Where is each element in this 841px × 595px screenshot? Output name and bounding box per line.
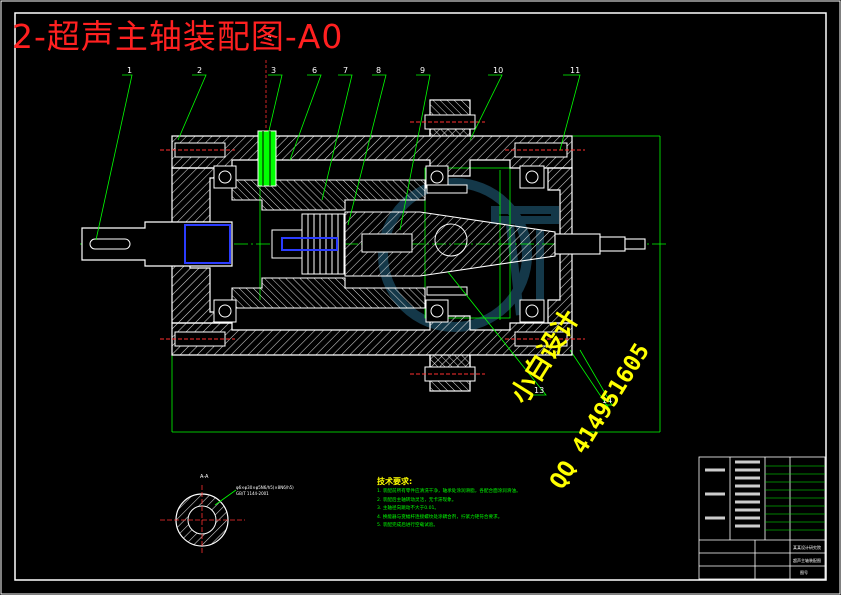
tech-requirements-heading: 技术要求: — [377, 477, 413, 486]
drawing-title: 2-超声主轴装配图-A0 — [12, 17, 344, 56]
part-label: 3 — [271, 66, 276, 75]
section-view — [160, 485, 245, 555]
tech-requirement-item: 3. 主轴径向跳动不大于0.01。 — [377, 506, 440, 512]
tech-requirement-item: 5. 装配完成后进行空载试验。 — [377, 523, 438, 529]
title-block-company: 某某设计研究院 — [793, 545, 821, 550]
part-label: 7 — [343, 66, 348, 75]
tech-requirements-list: 1. 装配前所有零件应清洗干净，轴承处涂润滑脂，各配合面涂润滑油。 2. 装配后… — [377, 488, 521, 531]
part-label: 13 — [534, 386, 544, 395]
tech-requirement-item: 1. 装配前所有零件应清洗干净，轴承处涂润滑脂，各配合面涂润滑油。 — [377, 489, 521, 494]
tech-requirement-item: 2. 装配后主轴转动灵活，无卡滞现象。 — [377, 497, 457, 503]
fit-spec: φ6×φ30×φ5N6/h5(×8N6/h5) — [236, 485, 294, 490]
piezo-stack — [271, 213, 345, 275]
inner-sleeve — [231, 179, 426, 309]
title-block-sheet: 图号 — [800, 570, 808, 575]
part-label: 4 — [268, 34, 271, 40]
input-shaft — [81, 221, 233, 267]
slip-ring — [257, 60, 277, 187]
fit-standard: GB/T 1144-2001 — [236, 490, 269, 496]
title-block — [698, 456, 826, 580]
tech-requirement-item: 4. 换能器与变幅杆连接螺纹处涂耦合剂，拧紧力矩符合要求。 — [377, 514, 503, 520]
part-label: 8 — [376, 66, 381, 75]
part-label: 9 — [420, 66, 425, 75]
part-label-group: 1 2 3 4 6 7 8 9 10 11 13 14 — [127, 34, 612, 405]
bearings — [213, 165, 545, 323]
ultrasonic-horn — [344, 211, 646, 277]
part-label: 2 — [197, 66, 202, 75]
part-label: 14 — [602, 396, 612, 405]
title-block-drawing-name: 超声主轴装配图 — [793, 558, 821, 563]
part-label: 10 — [493, 66, 503, 75]
section-label: A-A — [200, 474, 209, 480]
section-fit-note: φ6×φ30×φ5N6/h5(×8N6/h5) GB/T 1144-2001 — [236, 485, 294, 496]
leader-lines — [95, 74, 613, 406]
part-label: 11 — [570, 66, 580, 75]
fastening-bolts — [160, 114, 585, 382]
part-label: 6 — [312, 66, 317, 75]
part-label: 1 — [127, 66, 132, 75]
